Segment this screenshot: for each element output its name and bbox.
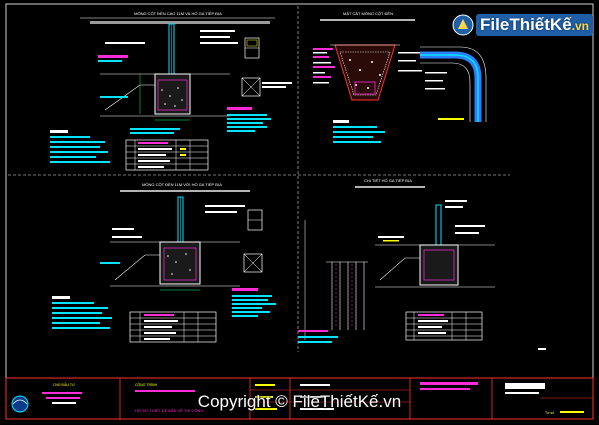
material-table-bottom-left <box>129 311 217 343</box>
title-block-drawing-label: HỒ SƠ THIẾT KẾ BẢN VẼ THI CÔNG <box>135 408 204 413</box>
logo-suffix: .vn <box>571 19 589 33</box>
foundation-block-bottom <box>159 241 201 285</box>
sheet-top-left: MÓNG CỘT ĐÈN CAO 11M VÀ HỐ GA TIẾP ĐỊA <box>50 11 292 171</box>
sheet-top-right: MẶT CẮT MÓNG CỘT ĐÈN <box>313 11 487 143</box>
foundation-block-bottom-right <box>419 244 459 286</box>
outer-frame <box>5 3 594 420</box>
copyright-watermark: Copyright © FileThiếtKế.vn <box>197 392 402 411</box>
title-block-drawing-no: Tờ số <box>545 411 554 415</box>
logo-name: FileThiếtKế <box>480 15 572 34</box>
sheet-title-top-right: MẶT CẮT MÓNG CỘT ĐÈN <box>343 11 393 16</box>
filethietke-logo: FileThiếtKế.vn <box>452 14 593 36</box>
sheet-title-bottom-left: MÓNG CỘT ĐÈN 11M VỚI HỐ GA TIẾP ĐỊA <box>142 182 222 187</box>
foundation-section <box>334 44 396 101</box>
sheet-bottom-left: MÓNG CỘT ĐÈN 11M VỚI HỐ GA TIẾP ĐỊA <box>52 182 276 343</box>
sheet-title-top-left: MÓNG CỘT ĐÈN CAO 11M VÀ HỐ GA TIẾP ĐỊA <box>134 11 222 16</box>
company-emblem <box>11 395 29 413</box>
logo-mark-icon <box>452 14 474 36</box>
foundation-block <box>154 73 191 115</box>
title-block: CHỦ ĐẦU TƯ CÔNG TRÌNH HỒ SƠ THIẾT KẾ BẢN… <box>5 377 594 420</box>
ground-rods <box>326 261 368 330</box>
sheet-title-bottom-right: CHI TIẾT HỐ GA TIẾP ĐỊA <box>364 178 412 183</box>
material-table-top-left <box>125 139 209 171</box>
logo-text: FileThiếtKế.vn <box>476 14 593 36</box>
title-block-owner-label: CHỦ ĐẦU TƯ <box>53 382 75 387</box>
sheet-bottom-right: CHI TIẾT HỐ GA TIẾP ĐỊA <box>298 178 546 350</box>
material-table-bottom-right <box>405 311 483 341</box>
title-block-project-label: CÔNG TRÌNH <box>135 382 158 387</box>
